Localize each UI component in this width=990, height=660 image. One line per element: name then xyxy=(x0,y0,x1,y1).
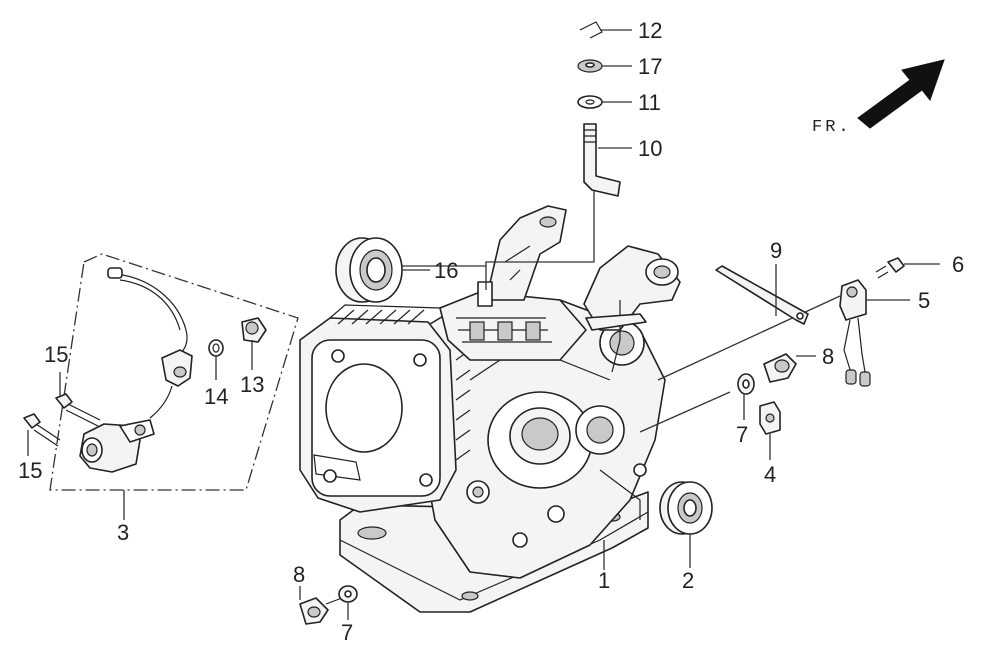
governor-rod-stack xyxy=(577,21,621,197)
callout-7-bottom: 7 xyxy=(341,620,353,645)
nut-part-4 xyxy=(759,401,781,435)
callout-13: 13 xyxy=(240,372,264,397)
callout-2: 2 xyxy=(682,568,694,593)
ignition-coil-group-part-3 xyxy=(23,253,299,491)
crankcase-part-1 xyxy=(299,205,681,613)
callout-5: 5 xyxy=(918,288,930,313)
bearing-part-16 xyxy=(335,237,403,303)
front-direction-label: FR. xyxy=(812,118,852,137)
callout-11: 11 xyxy=(638,90,661,115)
callout-6: 6 xyxy=(952,252,964,277)
guide-line-switch xyxy=(657,295,841,381)
plug-part-8-right xyxy=(763,353,797,383)
washer-part-7-right xyxy=(737,373,755,395)
callout-3: 3 xyxy=(117,520,129,545)
guide-line-washer xyxy=(639,391,731,433)
plate-part-9 xyxy=(715,265,809,325)
front-direction-arrow-icon xyxy=(857,59,945,129)
callout-labels: 12 17 11 10 16 9 6 5 8 7 4 2 1 8 7 3 14 … xyxy=(18,18,964,645)
callout-12: 12 xyxy=(638,18,662,43)
callout-15-upper: 15 xyxy=(44,342,68,367)
callout-8-right: 8 xyxy=(822,344,834,369)
callout-8-bottom: 8 xyxy=(293,562,305,587)
callout-7-right: 7 xyxy=(736,422,748,447)
leader-lines xyxy=(27,29,940,620)
switch-part-5 xyxy=(839,279,871,387)
bolt-part-6 xyxy=(875,257,905,279)
plug-part-8-bottom xyxy=(299,597,343,625)
group-boundary xyxy=(49,253,299,491)
oil-seal-part-2 xyxy=(659,481,713,535)
callout-4: 4 xyxy=(764,462,776,487)
washer-part-7-bottom xyxy=(338,585,358,603)
guide-line-rod xyxy=(485,190,595,290)
callout-14: 14 xyxy=(204,384,228,409)
callout-10: 10 xyxy=(638,136,662,161)
callout-9: 9 xyxy=(770,238,782,263)
callout-17: 17 xyxy=(638,54,662,79)
callout-15-lower: 15 xyxy=(18,458,42,483)
callout-1: 1 xyxy=(598,568,610,593)
callout-16: 16 xyxy=(434,258,458,283)
